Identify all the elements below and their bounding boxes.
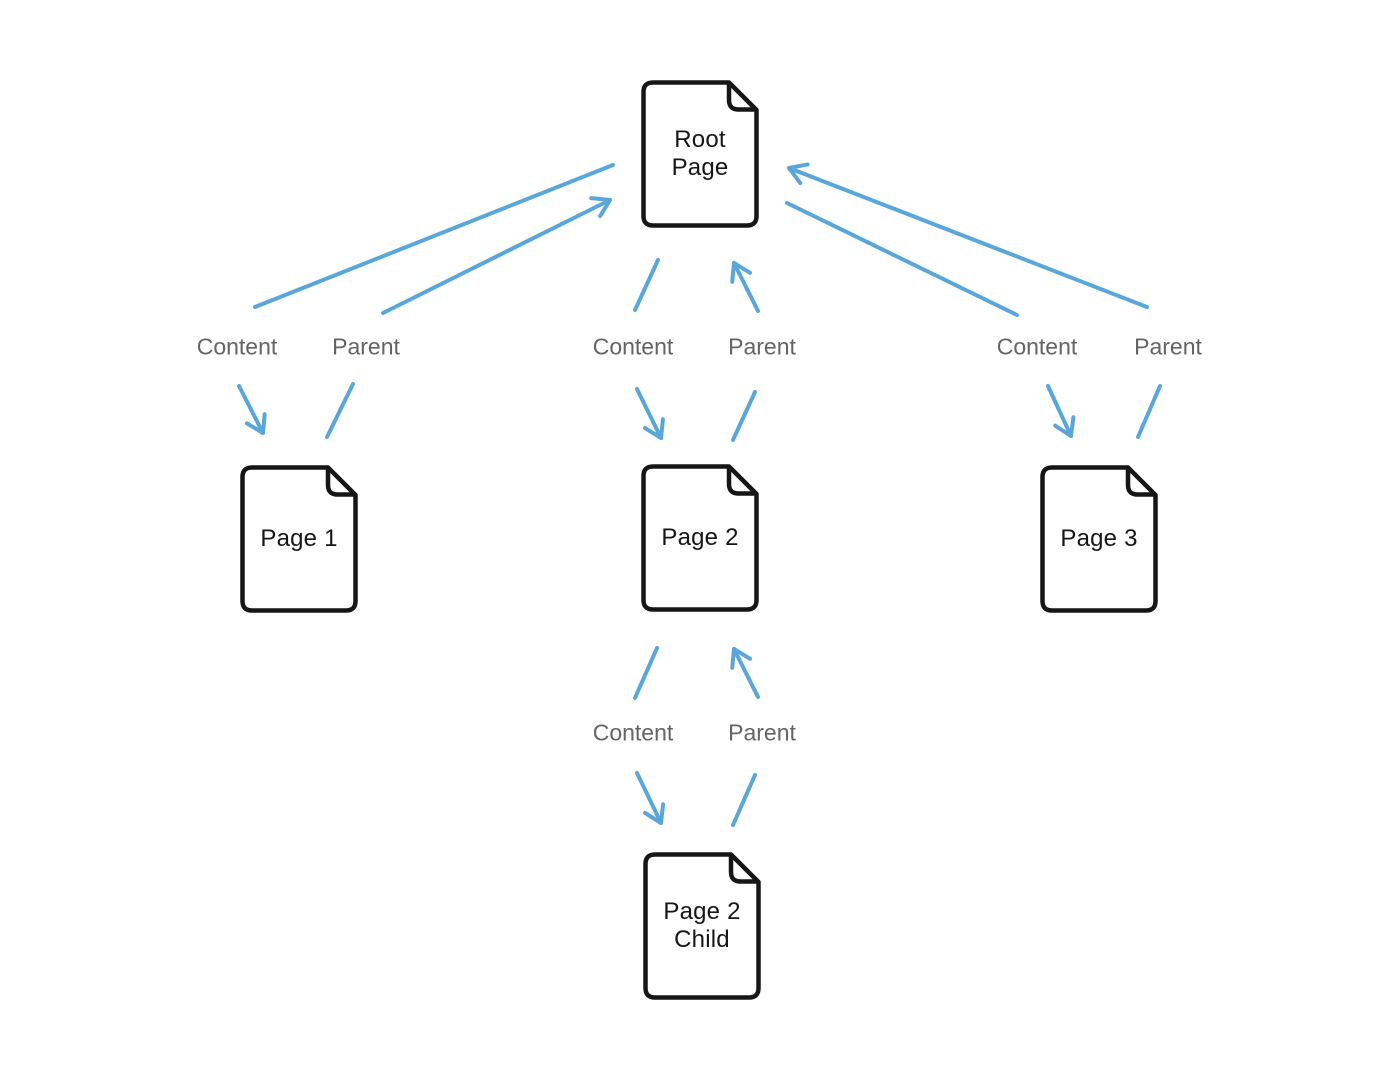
edge-content-root-to-page2-upper [633, 258, 660, 312]
edge-label-parent-bottom: Parent [728, 719, 796, 746]
document-icon [641, 464, 759, 612]
node-page-2: Page 2 [641, 464, 759, 612]
edge-label-content-center: Content [592, 333, 674, 360]
node-label-line: Root [674, 126, 726, 153]
document-icon [643, 852, 761, 1000]
edge-content-page2-to-child-upper [633, 646, 659, 700]
edge-parent-page2-to-root-lower [731, 390, 757, 442]
edge-label-content-left: Content [196, 333, 278, 360]
node-label: Page 3 [1040, 465, 1158, 613]
edge-parent-page1-to-root-arrow [381, 196, 612, 315]
node-page-3: Page 3 [1040, 465, 1158, 613]
edge-label-parent-center: Parent [728, 333, 796, 360]
node-label: Root Page [641, 80, 759, 228]
node-page-1: Page 1 [240, 465, 358, 613]
edge-label-parent-right: Parent [1134, 333, 1202, 360]
document-icon [641, 80, 759, 228]
node-label: Page 1 [240, 465, 358, 613]
edge-content-root-to-page2-arrow [635, 387, 665, 440]
node-label-line: Page 3 [1060, 525, 1138, 552]
edge-label-content-right: Content [996, 333, 1078, 360]
edge-content-root-to-page1-upper [253, 163, 615, 309]
edge-parent-page3-to-root-lower [1136, 384, 1162, 439]
edge-content-root-to-page1-arrow [237, 384, 267, 435]
node-label-line: Page 2 [663, 898, 741, 925]
node-label: Page 2 [641, 464, 759, 612]
node-label-line: Page 1 [260, 525, 338, 552]
edge-parent-page1-to-root-lower [325, 382, 355, 439]
edge-content-page2-to-child-arrow [635, 771, 666, 825]
node-label-line: Child [674, 926, 730, 953]
edge-label-parent-left: Parent [332, 333, 400, 360]
node-label-line: Page 2 [661, 524, 739, 551]
edge-parent-page3-to-root-arrow [787, 162, 1149, 309]
node-label: Page 2 Child [643, 852, 761, 1000]
edge-label-content-bottom: Content [592, 719, 674, 746]
document-icon [1040, 465, 1158, 613]
node-label-line: Page [671, 154, 729, 181]
node-root-page: Root Page [641, 80, 759, 228]
edge-parent-child-to-page2-arrow [730, 647, 760, 699]
document-icon [240, 465, 358, 613]
edge-content-root-to-page3-upper [785, 201, 1019, 317]
node-page-2-child: Page 2 Child [643, 852, 761, 1000]
edge-parent-child-to-page2-lower [731, 773, 757, 827]
edge-content-root-to-page3-arrow [1046, 384, 1076, 438]
edge-parent-page2-to-root-arrow [730, 261, 760, 313]
